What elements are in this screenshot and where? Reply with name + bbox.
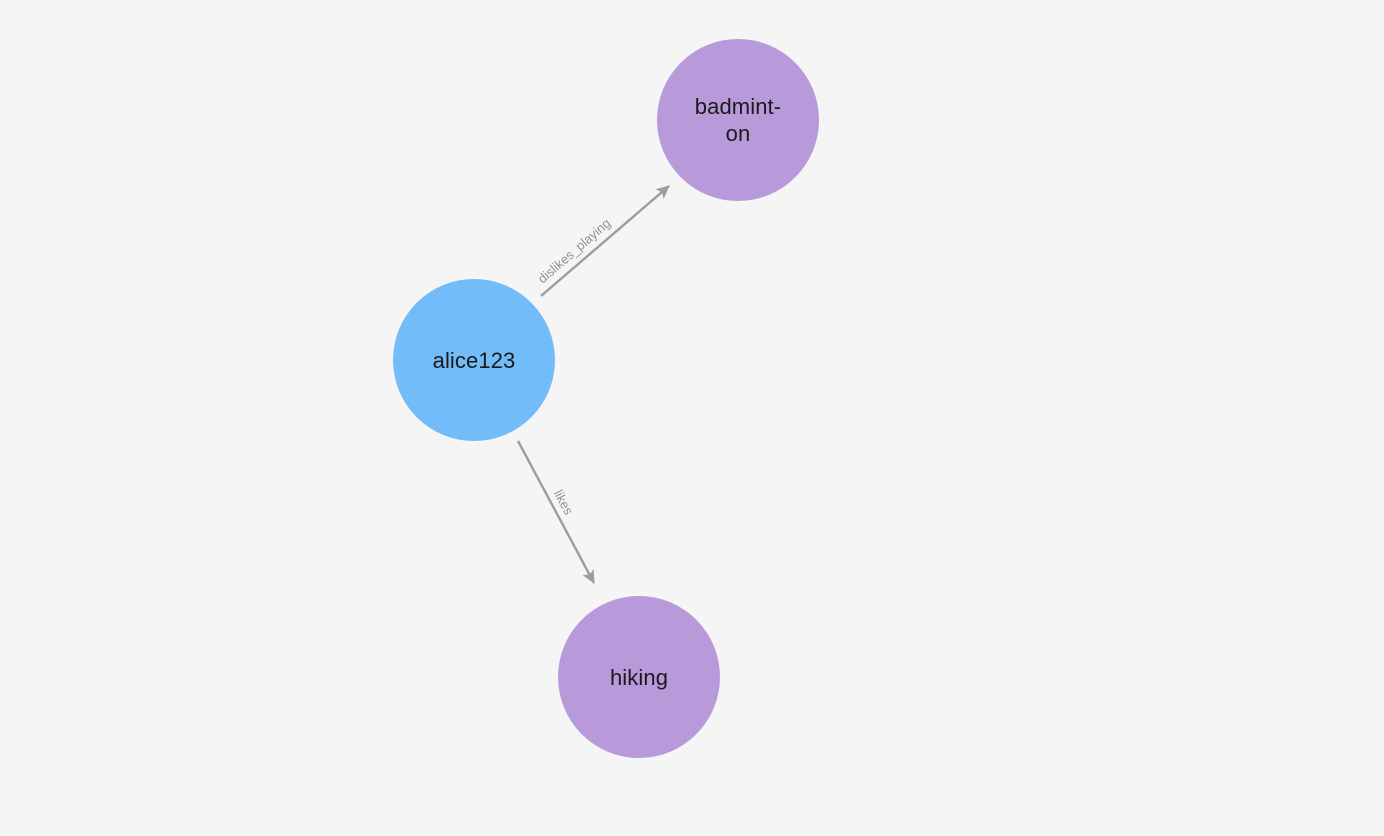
edge-likes-group[interactable] (516, 440, 596, 584)
node-label-hiking: hiking (609, 664, 669, 690)
edge-likes-line[interactable] (516, 440, 596, 584)
node-label-badminton: badmint- on (694, 94, 782, 146)
edge-dislikes-playing-line[interactable] (540, 185, 670, 297)
node-label-alice123: alice123 (432, 347, 516, 373)
graph-node-alice123[interactable]: alice123 (393, 279, 555, 441)
graph-node-badminton[interactable]: badmint- on (657, 39, 819, 201)
graph-node-hiking[interactable]: hiking (558, 596, 720, 758)
edge-dislikes-playing-group[interactable] (540, 185, 670, 297)
